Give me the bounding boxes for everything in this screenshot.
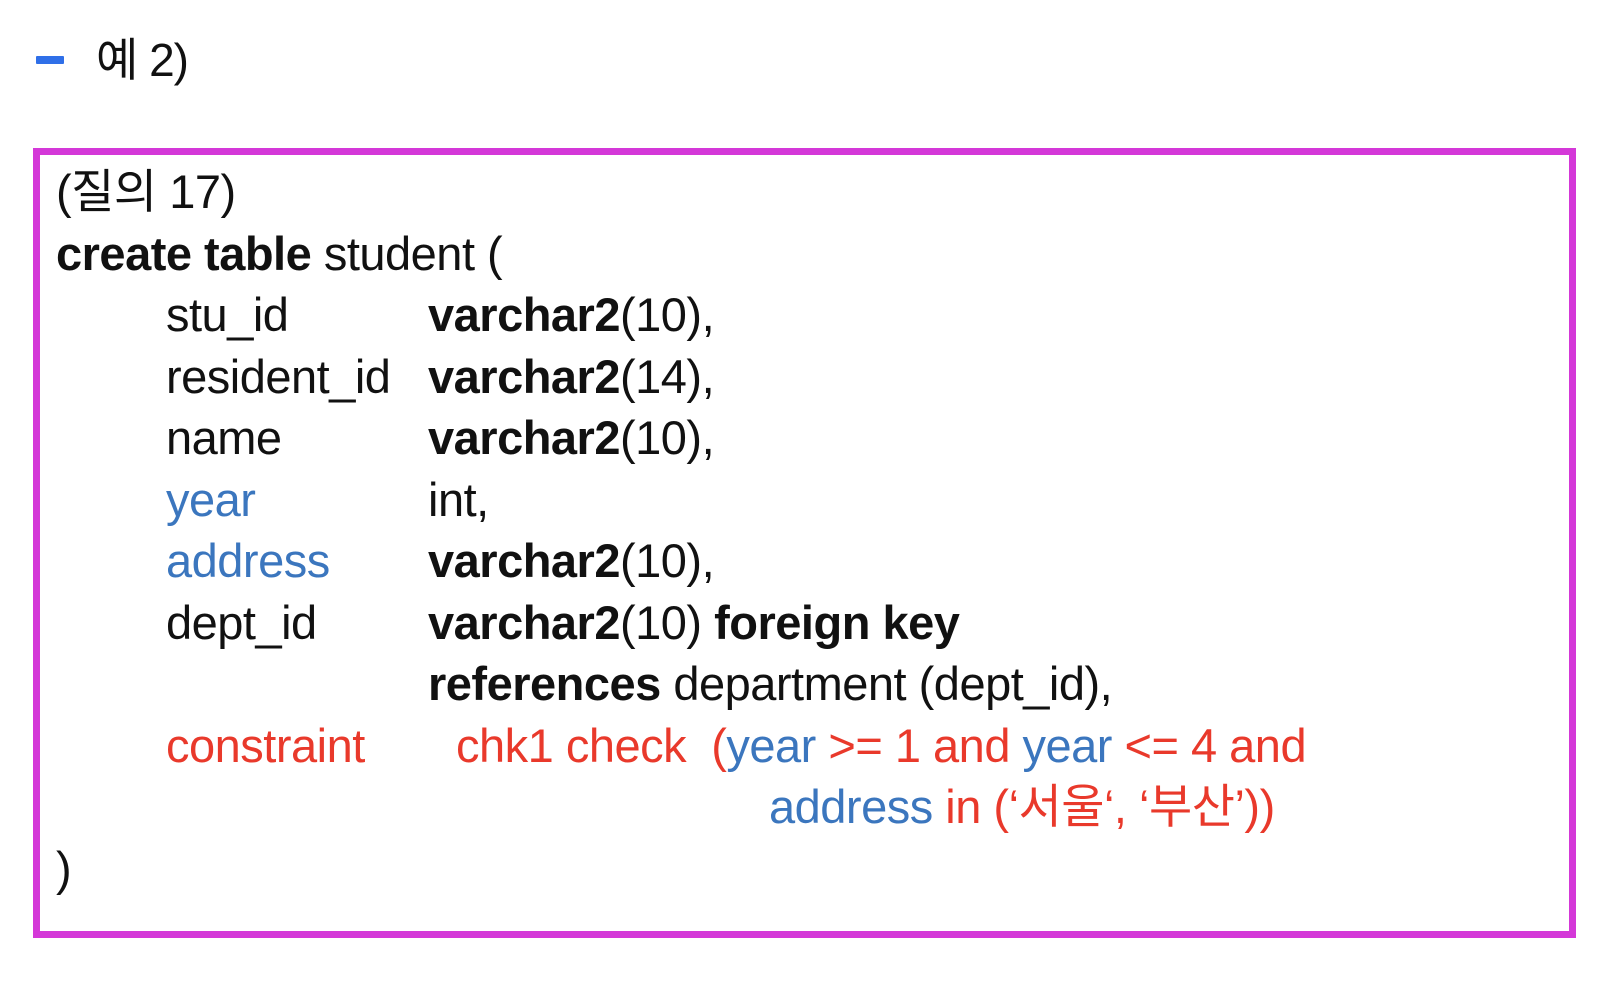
code-token: (10), <box>620 534 715 587</box>
page-title: 예 2) <box>96 34 189 86</box>
bullet-dash-icon <box>36 56 64 64</box>
code-token: (‘서울‘, ‘부산’)) <box>993 780 1275 833</box>
code-line: year int, <box>56 469 1569 531</box>
code-token: varchar2 <box>428 411 621 464</box>
code-token: in <box>932 780 994 833</box>
code-token: varchar2 <box>428 288 621 341</box>
code-token: varchar2 <box>428 595 621 649</box>
code-token: address <box>769 780 933 833</box>
code-token: year <box>1022 718 1113 772</box>
code-token: student ( <box>311 226 503 280</box>
code-token: constraint <box>166 718 365 772</box>
code-line: create table student ( <box>56 223 1569 285</box>
code-line: name varchar2(10), <box>56 407 1569 469</box>
code-token: (10), <box>620 288 715 341</box>
code-token: references <box>428 657 661 710</box>
code-token: chk1 check ( <box>456 718 727 772</box>
code-token: (10), <box>620 411 715 464</box>
code-token: (10) <box>620 595 715 649</box>
code-line: stu_id varchar2(10), <box>56 284 1569 346</box>
code-token: resident_id <box>166 349 391 403</box>
code-token: varchar2 <box>428 534 621 587</box>
code-token: int, <box>428 472 489 526</box>
code-token: varchar2 <box>428 349 621 403</box>
code-token: >= 1 and <box>815 718 1023 772</box>
code-token: (14), <box>620 349 715 403</box>
code-token: stu_id <box>166 288 289 341</box>
code-token: dept_id <box>166 595 317 649</box>
code-token: <= 4 and <box>1111 718 1307 772</box>
code-line: dept_id varchar2(10) foreign key <box>56 592 1569 654</box>
code-token: address <box>166 534 330 587</box>
code-token: year <box>166 472 256 526</box>
code-token: create table <box>56 226 312 280</box>
code-token: ) <box>56 841 72 895</box>
code-line: ) <box>56 838 1569 900</box>
code-token: year <box>726 718 816 772</box>
code-token: department (dept_id), <box>660 657 1113 710</box>
code-line: address varchar2(10), <box>56 530 1569 592</box>
code-token: (질의 17) <box>56 165 236 218</box>
code-token: foreign key <box>714 595 960 649</box>
code-token: name <box>166 411 282 464</box>
code-line: resident_id varchar2(14), <box>56 346 1569 408</box>
code-line: references department (dept_id), <box>56 653 1569 715</box>
code-line: (질의 17) <box>56 161 1569 223</box>
slide-bullet-title: 예 2) <box>36 28 189 92</box>
code-line: address in (‘서울‘, ‘부산’)) <box>56 776 1569 838</box>
